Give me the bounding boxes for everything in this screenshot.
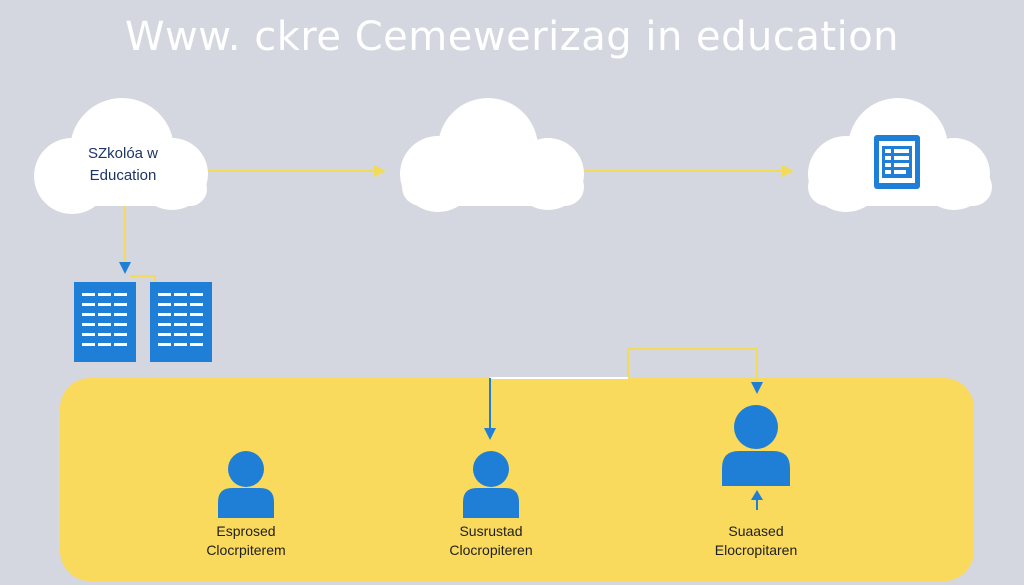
middle-cloud: [400, 98, 584, 212]
person-icon-3: [722, 405, 790, 486]
person-3-role: Elocropitaren: [714, 542, 798, 558]
person-2-role: Clocropiteren: [449, 542, 533, 558]
arrowhead-middle-cloud: [374, 165, 386, 177]
arrowhead-down-person-2: [484, 428, 496, 440]
source-cloud: [34, 98, 208, 214]
document-icon: [874, 135, 920, 189]
arrowhead-down-person-3: [751, 382, 763, 394]
people-panel: [60, 378, 974, 581]
person-icon-2: [463, 451, 519, 518]
source-cloud-label: SZkolóa w Education: [48, 143, 198, 187]
source-cloud-label-line2: Education: [89, 167, 157, 184]
arrowhead-down-sheets: [119, 262, 131, 274]
page-title: Www. ckre Cemewerizag in education: [124, 14, 900, 60]
source-cloud-label-line1: SZkolóa w: [87, 145, 159, 162]
panel-connectors: [484, 348, 763, 510]
person-label-1: Esprosed Clocrpiterem: [166, 522, 326, 560]
person-icon-1: [218, 451, 274, 518]
person-label-3: Suaased Elocropitaren: [676, 522, 836, 560]
person-1-role: Clocrpiterem: [206, 542, 286, 558]
arrowhead-document-cloud: [782, 165, 794, 177]
arrowhead-up-person-3: [751, 490, 763, 500]
person-label-2: Susrustad Clocropiteren: [411, 522, 571, 560]
document-cloud: [808, 98, 992, 212]
spreadsheet-icon-left: [74, 282, 136, 362]
source-to-sheets-connector: [119, 206, 156, 283]
spreadsheet-icon-right: [150, 282, 212, 362]
top-connectors: [208, 165, 794, 177]
person-3-name: Suaased: [728, 523, 784, 539]
person-1-name: Esprosed: [216, 523, 276, 539]
person-2-name: Susrustad: [459, 523, 523, 539]
